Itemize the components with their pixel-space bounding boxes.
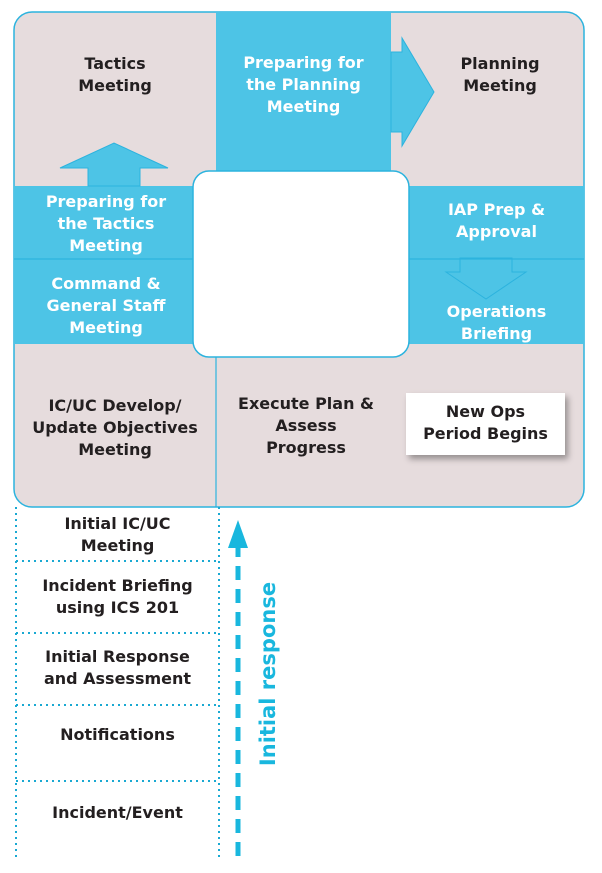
initial-response-label: Initial response — [256, 581, 280, 767]
arrow-up-to-tactics — [59, 142, 169, 187]
arrow-right-to-planning — [390, 36, 435, 148]
step-incident-briefing: Incident Briefing using ICS 201 — [42, 576, 193, 617]
step-incident-event: Incident/Event — [52, 803, 183, 822]
preparing-tactics-label: Preparing for the Tactics Meeting — [45, 192, 167, 255]
objectives-meeting-label: IC/UC Develop/ Update Objectives Meeting — [32, 396, 198, 459]
band-top-center — [216, 12, 391, 172]
step-initial-meeting: Initial IC/UC Meeting — [64, 514, 171, 555]
new-ops-period-box — [406, 393, 565, 455]
initial-response-arrowhead — [228, 520, 248, 548]
preparing-planning-label: Preparing for the Planning Meeting — [243, 53, 364, 116]
band-left — [14, 186, 216, 344]
arrow-down-to-briefing — [444, 257, 528, 300]
step-notifications: Notifications — [60, 725, 175, 744]
tactics-meeting-label: Tactics Meeting — [78, 54, 152, 95]
planning-meeting-label: Planning Meeting — [460, 54, 540, 95]
operations-briefing-label: Operations Briefing — [446, 302, 547, 343]
step-initial-response: Initial Response and Assessment — [43, 647, 192, 688]
new-ops-period-label: New Ops Period Begins — [423, 402, 548, 443]
command-staff-label: Command & General Staff Meeting — [46, 274, 166, 337]
execute-plan-label: Execute Plan & Assess Progress — [238, 394, 374, 457]
center-box — [192, 170, 410, 358]
iap-prep-label: IAP Prep & Approval — [447, 200, 546, 241]
